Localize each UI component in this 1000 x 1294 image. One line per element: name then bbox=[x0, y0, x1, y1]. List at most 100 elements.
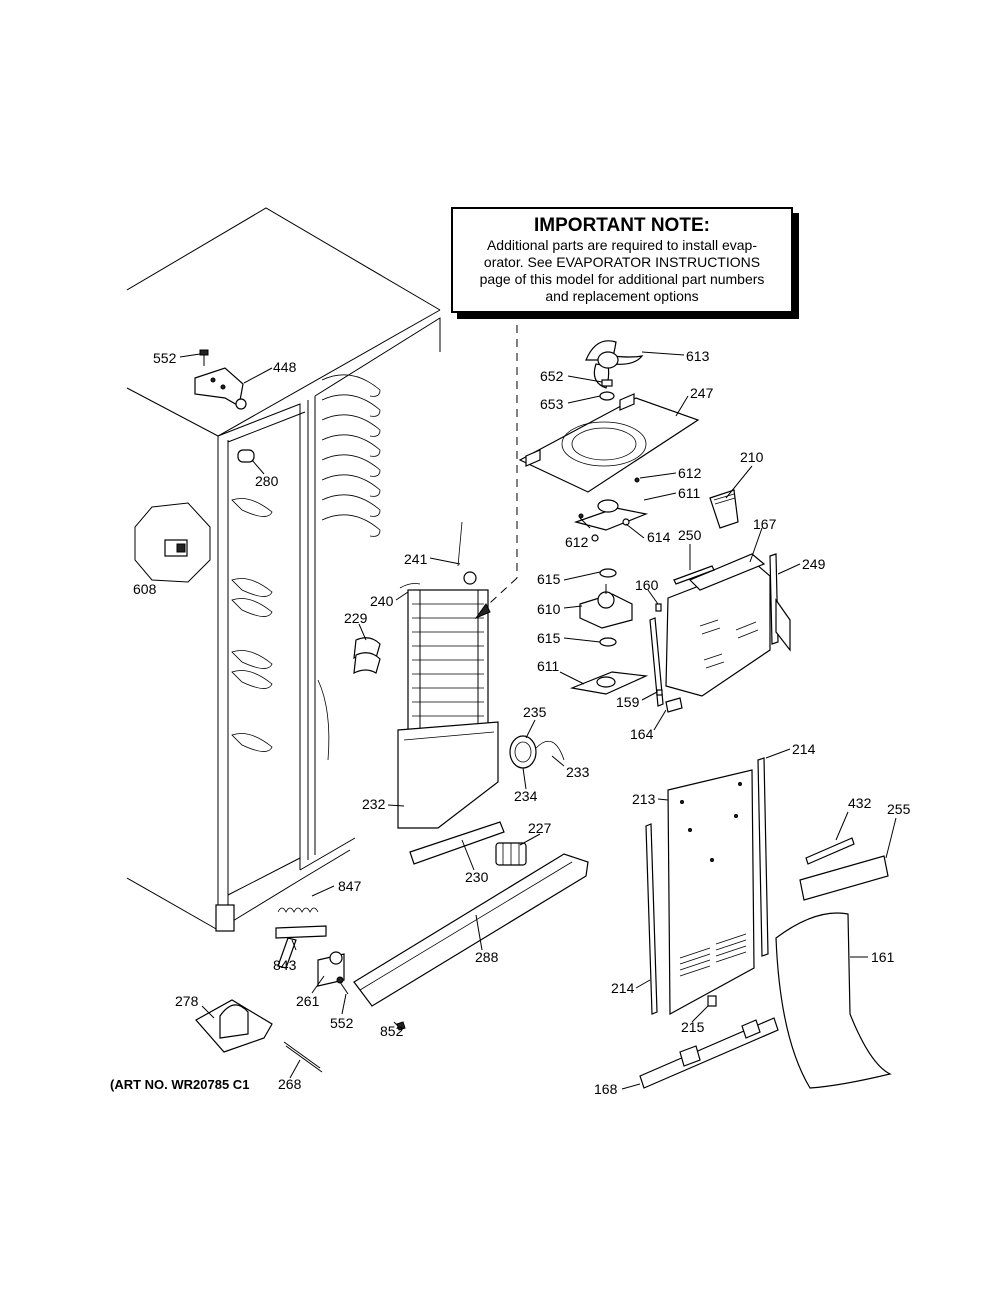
part-852-screw bbox=[396, 1021, 406, 1031]
label-610: 610 bbox=[537, 601, 561, 617]
part-249-side-seal bbox=[769, 553, 791, 652]
label-214-top: 214 bbox=[792, 741, 816, 757]
label-278: 278 bbox=[175, 993, 199, 1009]
part-234-heater-disc bbox=[509, 735, 565, 769]
label-232: 232 bbox=[362, 796, 386, 812]
note-line-3: page of this model for additional part n… bbox=[479, 271, 765, 287]
label-261: 261 bbox=[296, 993, 320, 1009]
part-280-light bbox=[237, 449, 255, 463]
part-278-bottom-hinge bbox=[195, 999, 273, 1053]
note-line-4: and replacement options bbox=[545, 288, 699, 304]
part-552-screw-top bbox=[199, 349, 209, 366]
part-610-fan-motor bbox=[579, 584, 633, 629]
part-230-trough bbox=[409, 821, 505, 865]
label-230: 230 bbox=[465, 869, 489, 885]
label-214-bottom: 214 bbox=[611, 980, 635, 996]
part-615-grommet-top bbox=[599, 568, 617, 578]
label-612-right: 612 bbox=[678, 465, 702, 481]
label-280: 280 bbox=[255, 473, 279, 489]
part-213-back-panel bbox=[667, 769, 755, 1016]
label-652: 652 bbox=[540, 368, 564, 384]
art-number: (ART NO. WR20785 C1 bbox=[110, 1077, 249, 1092]
part-552-screw-bottom bbox=[336, 976, 349, 995]
label-234: 234 bbox=[514, 788, 538, 804]
part-612-screws bbox=[578, 477, 640, 519]
label-608: 608 bbox=[133, 581, 157, 597]
part-229-clip bbox=[353, 637, 381, 675]
label-227: 227 bbox=[528, 820, 552, 836]
part-611-bracket-bottom bbox=[569, 671, 649, 695]
label-268: 268 bbox=[278, 1076, 302, 1092]
label-164: 164 bbox=[630, 726, 654, 742]
part-268-bolt bbox=[283, 1041, 323, 1073]
part-613-fan-blade bbox=[585, 340, 644, 389]
label-240: 240 bbox=[370, 593, 394, 609]
part-232-drain-pan bbox=[397, 721, 499, 829]
label-167: 167 bbox=[753, 516, 777, 532]
note-line-1: Additional parts are required to install… bbox=[486, 237, 758, 253]
note-dashed-leader bbox=[474, 325, 518, 620]
part-611-bracket-top bbox=[573, 499, 649, 531]
label-160: 160 bbox=[635, 577, 659, 593]
label-614: 614 bbox=[647, 529, 671, 545]
part-843-latch bbox=[275, 925, 327, 969]
label-213: 213 bbox=[632, 791, 656, 807]
part-164-seal bbox=[649, 617, 683, 713]
label-210: 210 bbox=[740, 449, 764, 465]
part-652-nut bbox=[601, 379, 613, 387]
label-448: 448 bbox=[273, 359, 297, 375]
part-247-fan-cover bbox=[518, 393, 700, 493]
label-247: 247 bbox=[690, 385, 714, 401]
part-168-rail bbox=[639, 1017, 779, 1089]
part-288-drain-tube bbox=[353, 853, 589, 1007]
part-615-grommet-bottom bbox=[599, 637, 617, 647]
part-210-damper bbox=[709, 489, 739, 529]
part-215-clip bbox=[707, 995, 717, 1007]
important-note-box: IMPORTANT NOTE: Additional parts are req… bbox=[451, 207, 793, 313]
part-labels: 552 448 280 608 241 240 229 232 235 233 … bbox=[110, 348, 911, 1097]
label-233: 233 bbox=[566, 764, 590, 780]
part-214-left-seal bbox=[645, 823, 658, 1015]
part-227-connector bbox=[495, 842, 527, 866]
refrigerator-cabinet bbox=[126, 207, 441, 932]
label-215: 215 bbox=[681, 1019, 705, 1035]
part-432-thermistor bbox=[805, 837, 855, 865]
label-552-bottom: 552 bbox=[330, 1015, 354, 1031]
label-255: 255 bbox=[887, 801, 911, 817]
note-title: IMPORTANT NOTE: bbox=[534, 215, 710, 236]
label-613: 613 bbox=[686, 348, 710, 364]
label-250: 250 bbox=[678, 527, 702, 543]
label-168: 168 bbox=[594, 1081, 618, 1097]
part-448-hinge-bracket bbox=[194, 367, 247, 410]
label-611-top: 611 bbox=[678, 485, 701, 501]
part-614-grommet bbox=[591, 518, 630, 542]
label-241: 241 bbox=[404, 551, 428, 567]
part-608-switch-inset bbox=[134, 502, 211, 583]
label-847: 847 bbox=[338, 878, 362, 894]
part-255-cover bbox=[799, 855, 889, 901]
label-249: 249 bbox=[802, 556, 826, 572]
label-432: 432 bbox=[848, 795, 872, 811]
note-line-2: orator. See EVAPORATOR INSTRUCTIONS bbox=[483, 254, 761, 270]
part-167-air-duct bbox=[665, 553, 771, 697]
label-843: 843 bbox=[273, 957, 297, 973]
label-161: 161 bbox=[871, 949, 895, 965]
label-612-left: 612 bbox=[565, 534, 589, 550]
part-847-spring bbox=[277, 907, 319, 913]
label-159: 159 bbox=[616, 694, 640, 710]
label-552-top: 552 bbox=[153, 350, 177, 366]
label-615-top: 615 bbox=[537, 571, 561, 587]
label-611-bottom: 611 bbox=[537, 658, 560, 674]
label-235: 235 bbox=[523, 704, 547, 720]
part-161-duct-cover bbox=[775, 912, 892, 1089]
leader-lines bbox=[179, 351, 897, 1090]
part-160-clip bbox=[655, 603, 662, 612]
part-653-washer bbox=[599, 391, 615, 401]
label-852: 852 bbox=[380, 1023, 404, 1039]
label-615-bottom: 615 bbox=[537, 630, 561, 646]
label-229: 229 bbox=[344, 610, 368, 626]
part-159-clip bbox=[656, 689, 663, 696]
label-288: 288 bbox=[475, 949, 499, 965]
part-214-right-seal bbox=[757, 757, 769, 957]
